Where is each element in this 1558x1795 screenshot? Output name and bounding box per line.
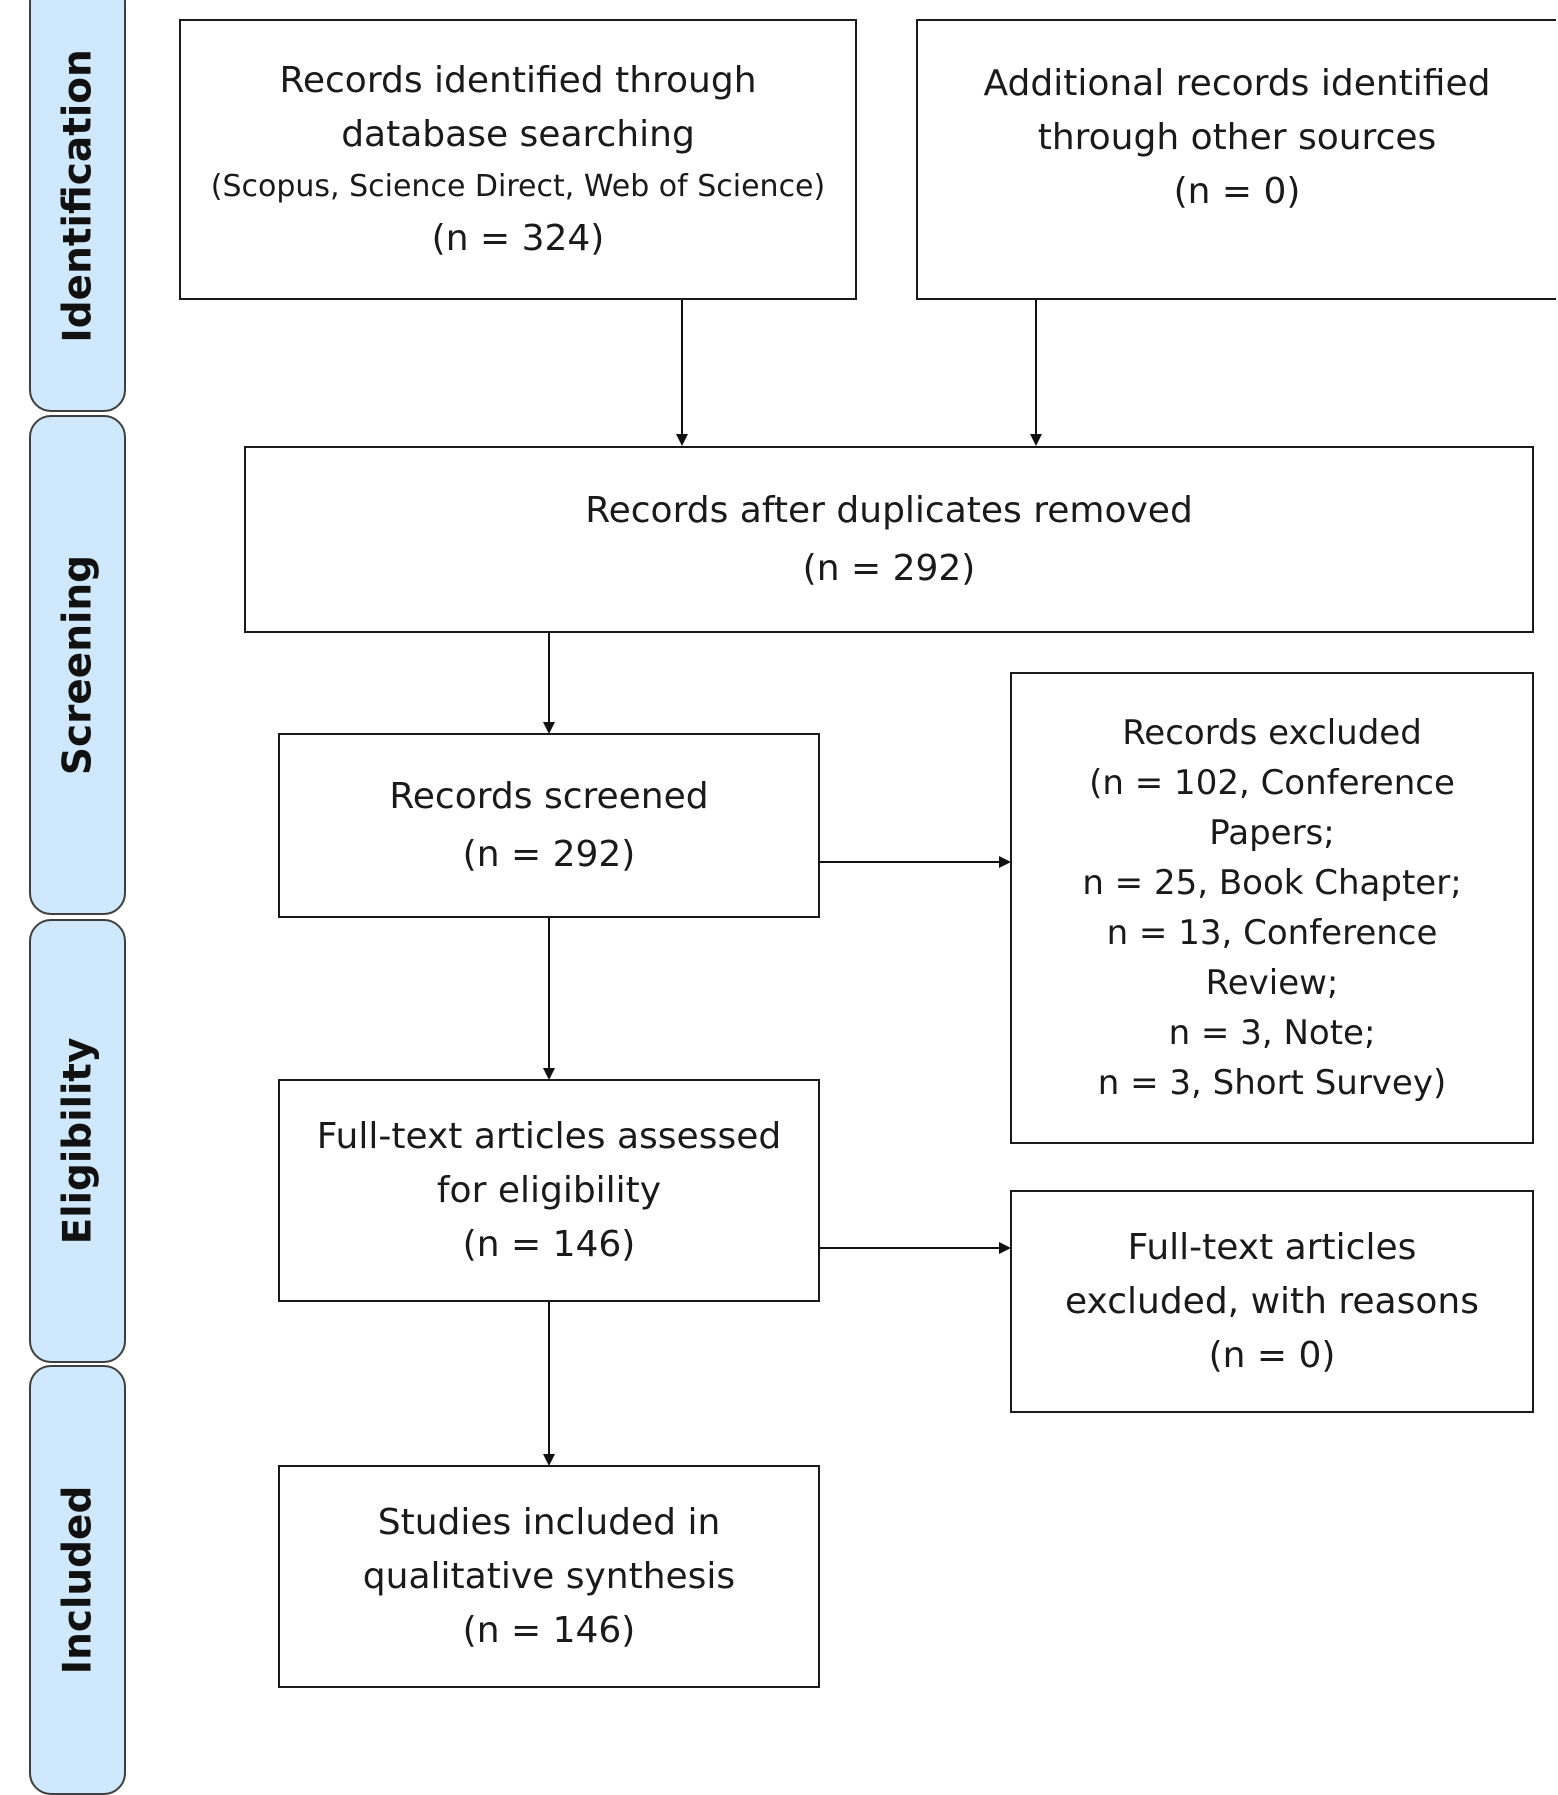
box-after-duplicates: Records after duplicates removed (n = 29… (244, 446, 1534, 633)
box-text: database searching (341, 113, 695, 155)
box-text: Records after duplicates removed (585, 489, 1193, 531)
box-text: Studies included in (377, 1501, 721, 1543)
phase-included: Included (29, 1365, 126, 1795)
box-records-screened: Records screened (n = 292) (278, 733, 820, 918)
box-text: qualitative synthesis (362, 1555, 736, 1597)
box-other-records: Additional records identified through ot… (916, 19, 1556, 300)
box-text: Records excluded (1122, 713, 1422, 753)
box-database-records: Records identified through database sear… (179, 19, 857, 300)
box-text: Additional records identified (983, 63, 1491, 104)
box-text: Records identified through (279, 59, 757, 101)
box-text: Full-text articles (1127, 1226, 1417, 1268)
box-fulltext-excluded: Full-text articles excluded, with reason… (1010, 1190, 1534, 1413)
box-text: Review; (1205, 963, 1339, 1003)
box-text: (n = 102, Conference (1089, 763, 1455, 803)
box-records-excluded: Records excluded (n = 102, Conference Pa… (1010, 672, 1534, 1144)
box-text: Records screened (389, 775, 709, 817)
box-fulltext-assessed: Full-text articles assessed for eligibil… (278, 1079, 820, 1302)
box-text: through other sources (1037, 117, 1437, 158)
box-text: n = 13, Conference (1106, 913, 1438, 953)
box-count: (n = 292) (802, 547, 976, 589)
box-count: (n = 146) (462, 1609, 636, 1651)
box-count: (n = 324) (431, 217, 605, 259)
box-text: excluded, with reasons (1065, 1280, 1479, 1322)
phase-screening: Screening (29, 415, 126, 915)
box-text: for eligibility (436, 1169, 662, 1211)
box-text: n = 3, Note; (1168, 1013, 1376, 1053)
box-count: (n = 146) (462, 1223, 636, 1265)
box-sources: (Scopus, Science Direct, Web of Science) (210, 168, 826, 204)
box-count: (n = 292) (462, 833, 636, 875)
box-count: (n = 0) (1208, 1334, 1336, 1376)
box-text: Full-text articles assessed (316, 1115, 782, 1157)
box-studies-included: Studies included in qualitative synthesi… (278, 1465, 820, 1688)
box-text: Papers; (1209, 813, 1335, 853)
box-count: (n = 0) (1173, 171, 1301, 212)
box-text: n = 25, Book Chapter; (1082, 863, 1462, 903)
box-text: n = 3, Short Survey) (1097, 1063, 1447, 1103)
phase-eligibility: Eligibility (29, 919, 126, 1363)
phase-identification: Identification (29, 0, 126, 412)
